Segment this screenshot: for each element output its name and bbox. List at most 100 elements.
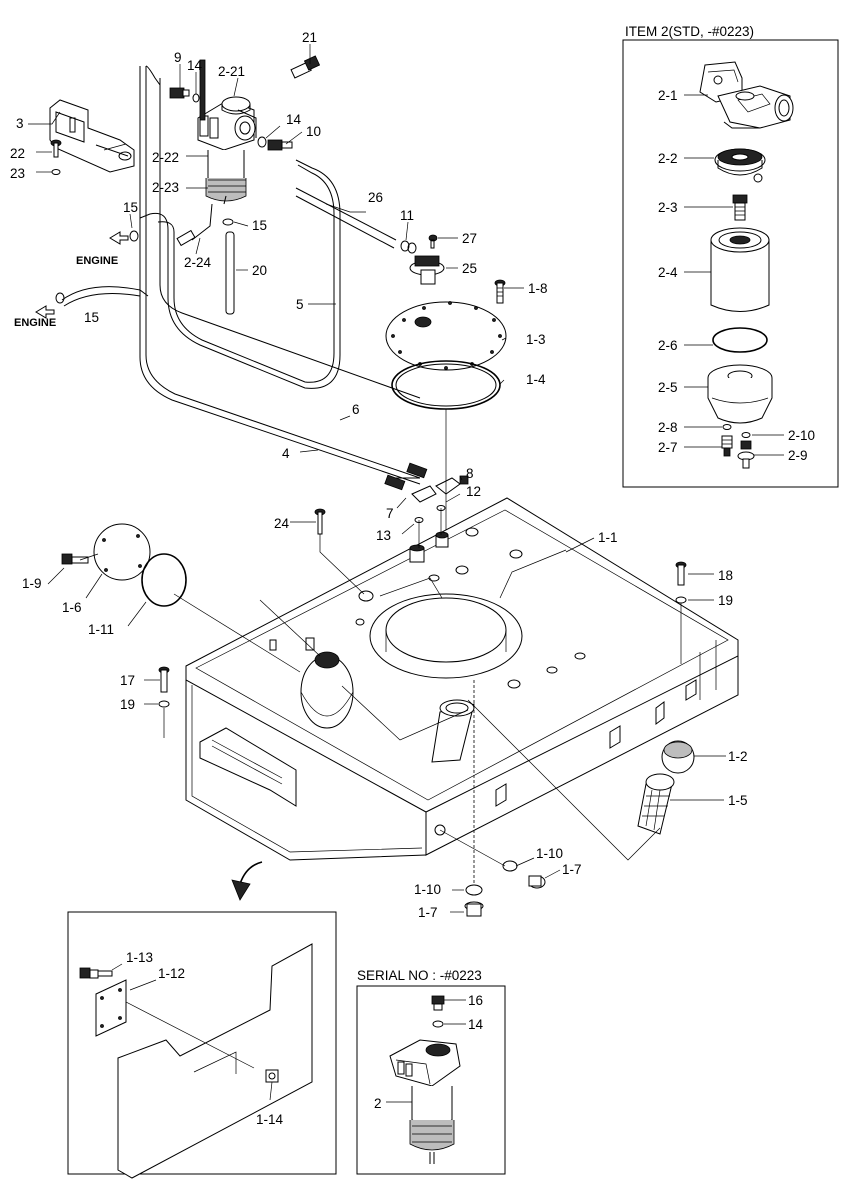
- o-ring-15c: [222, 218, 234, 226]
- fitting-10: [267, 139, 293, 151]
- bolt-17: [158, 666, 170, 693]
- label-1-12: 1-12: [158, 966, 185, 981]
- engine-label-top: ENGINE: [76, 255, 118, 267]
- label-25: 25: [462, 261, 477, 276]
- label-2-8: 2-8: [658, 420, 678, 435]
- filter-bracket: [49, 99, 135, 173]
- nut-1-14: [265, 1069, 279, 1083]
- cover-plate-1-6: [93, 523, 151, 581]
- label-1-8: 1-8: [528, 281, 548, 296]
- label-1-2: 1-2: [728, 749, 748, 764]
- label-2-4: 2-4: [658, 265, 678, 280]
- suction-assembly: [400, 234, 445, 285]
- label-4: 4: [282, 446, 290, 461]
- label-16: 16: [468, 993, 483, 1008]
- label-23: 23: [10, 166, 25, 181]
- label-2-9: 2-9: [788, 448, 808, 463]
- engine-arrow-icon: [109, 231, 129, 245]
- o-ring-15b: [55, 292, 65, 304]
- label-1-9: 1-9: [22, 576, 42, 591]
- fitting-21: [290, 55, 321, 79]
- tank-cover: [385, 301, 507, 371]
- label-19a: 19: [718, 593, 733, 608]
- label-21: 21: [302, 30, 317, 45]
- label-2-6: 2-6: [658, 338, 678, 353]
- label-2: 2: [374, 1096, 382, 1111]
- strainer-1-5: [637, 773, 675, 835]
- label-2-3: 2-3: [658, 200, 678, 215]
- label-15b: 15: [252, 218, 267, 233]
- plate-1-12: [95, 979, 127, 1037]
- o-ring-15: [129, 230, 139, 242]
- inset-detail-box: 1-13 1-12 1-14: [67, 911, 337, 1179]
- label-1-10b: 1-10: [414, 882, 441, 897]
- item2-detail-box: ITEM 2(STD, -#0223): [622, 24, 839, 488]
- label-2-24: 2-24: [184, 255, 212, 270]
- label-11: 11: [400, 208, 414, 223]
- o-ring-14b: [257, 136, 267, 148]
- bolt-1-13: [79, 967, 113, 979]
- fuel-tank: [185, 497, 739, 861]
- bolt-1-8: [494, 279, 506, 304]
- gasket-1-11: [141, 553, 187, 607]
- bolt-24: [314, 508, 326, 535]
- engine-arrow-icon: [35, 305, 55, 319]
- filter-bowl: [707, 364, 773, 424]
- label-1-11: 1-11: [88, 622, 114, 637]
- label-2-7: 2-7: [658, 440, 678, 455]
- label-1-10a: 1-10: [536, 846, 563, 861]
- label-9: 9: [174, 50, 182, 65]
- label-15c: 15: [84, 310, 99, 325]
- label-1-7a: 1-7: [562, 862, 582, 877]
- label-1-1: 1-1: [598, 530, 618, 545]
- label-12: 12: [466, 484, 481, 499]
- assembly-lines: [79, 508, 682, 885]
- label-24: 24: [274, 516, 290, 531]
- label-26: 26: [368, 190, 383, 205]
- label-1-5: 1-5: [728, 793, 748, 808]
- label-1-6: 1-6: [62, 600, 82, 615]
- label-2-22: 2-22: [152, 150, 179, 165]
- serial-detail-box: SERIAL NO : -#0223 16 14 2: [356, 968, 506, 1175]
- separator-ring: [714, 148, 766, 183]
- pipe-fittings: [384, 462, 469, 503]
- filter-2: [389, 1039, 461, 1164]
- label-20: 20: [252, 263, 267, 278]
- plug-16: [431, 995, 445, 1011]
- washer-23: [51, 169, 61, 175]
- washer: [722, 424, 732, 430]
- fuel-filter-assembly: [197, 59, 257, 205]
- label-19b: 19: [120, 697, 135, 712]
- bolt-22: [50, 139, 62, 158]
- sensor: [737, 440, 755, 469]
- label-1-13: 1-13: [126, 950, 153, 965]
- label-27: 27: [462, 231, 477, 246]
- label-22: 22: [10, 146, 25, 161]
- label-14c: 14: [468, 1017, 484, 1032]
- wire-stick: [199, 59, 206, 121]
- label-10: 10: [306, 124, 321, 139]
- o-ring-1-10b: [465, 884, 483, 896]
- filter-head: [699, 61, 794, 129]
- label-18: 18: [718, 568, 733, 583]
- fitting-9: [169, 87, 190, 99]
- label-17: 17: [120, 673, 135, 688]
- label-1-14: 1-14: [256, 1112, 284, 1127]
- filter-cartridge: [710, 227, 770, 312]
- o-ring: [712, 327, 768, 353]
- washer-19: [675, 596, 687, 604]
- o-ring-1-10: [502, 860, 518, 872]
- view-arrow-icon: [231, 861, 263, 901]
- label-15a: 15: [123, 200, 138, 215]
- label-8: 8: [466, 466, 474, 481]
- cap-1-2: [661, 740, 695, 774]
- label-2-10: 2-10: [788, 428, 815, 443]
- label-7: 7: [386, 506, 394, 521]
- label-2-23: 2-23: [152, 180, 179, 195]
- label-14b: 14: [286, 112, 302, 127]
- nipple: [732, 194, 748, 221]
- label-2-1: 2-1: [658, 88, 678, 103]
- label-6: 6: [352, 402, 360, 417]
- plug-1-7: [528, 875, 546, 889]
